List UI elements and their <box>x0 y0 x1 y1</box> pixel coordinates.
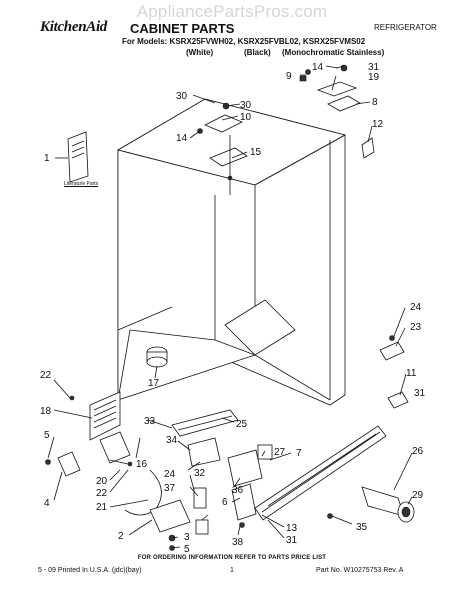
callout-20: 19 <box>368 72 380 83</box>
page-number: 1 <box>230 567 234 574</box>
callout-15: 15 <box>250 147 262 158</box>
literature-parts-label: Literature Parts <box>64 181 99 187</box>
callout-30-center: 30 <box>240 100 252 111</box>
callout-11: 11 <box>406 368 417 379</box>
callout-3: 3 <box>184 532 190 543</box>
lower-left-components <box>45 431 209 551</box>
callout-21: 20 <box>96 476 108 487</box>
callout-19: 18 <box>40 406 52 417</box>
callout-4: 4 <box>44 498 50 509</box>
callout-28: 29 <box>412 490 424 501</box>
callout-14-center: 14 <box>176 133 188 144</box>
callout-6: 6 <box>222 497 228 508</box>
control-assembly <box>171 409 239 467</box>
callout-33: 33 <box>144 416 156 427</box>
variant-stainless: (Monochromatic Stainless) <box>282 48 385 57</box>
callout-5-left: 5 <box>44 430 50 441</box>
callout-7: 7 <box>296 448 302 459</box>
callout-16: 16 <box>136 459 148 470</box>
callout-12: 12 <box>372 119 384 130</box>
ordering-note: FOR ORDERING INFORMATION REFER TO PARTS … <box>137 555 327 561</box>
part-number: Part No. W10275753 Rev. A <box>316 567 404 574</box>
callout-8: 8 <box>372 97 378 108</box>
callout-2: 2 <box>118 531 124 542</box>
center-lower-components <box>227 444 273 528</box>
callout-31-right: 31 <box>414 388 426 399</box>
top-hinge-center <box>197 102 248 195</box>
callout-37: 37 <box>164 483 176 494</box>
callout-14-right: 14 <box>312 62 324 73</box>
callout-23: 23 <box>410 322 422 333</box>
callout-10: 10 <box>240 112 252 123</box>
side-vent-grille <box>69 391 121 441</box>
callout-32: 32 <box>194 468 206 479</box>
category-label: REFRIGERATOR <box>374 23 437 32</box>
variant-white: (White) <box>186 48 214 57</box>
print-info: 5 - 09 Printed In U.S.A. (jdc)(bay) <box>38 567 142 574</box>
callout-22-upper: 22 <box>40 370 52 381</box>
top-hinge-right <box>299 64 375 159</box>
callout-18: 21 <box>96 502 108 513</box>
callout-35: 35 <box>356 522 368 533</box>
toe-grille <box>254 425 387 521</box>
callout-38: 38 <box>232 537 244 548</box>
callout-25: 25 <box>236 419 248 430</box>
callout-22-lower: 22 <box>96 488 108 499</box>
callout-29: 30 <box>176 91 188 102</box>
callout-labels: 30 30 10 14 15 1 14 9 31 19 8 12 24 23 1… <box>40 62 426 555</box>
page-title: CABINET PARTS <box>130 21 235 36</box>
callout-24-lower: 24 <box>164 469 176 480</box>
model-list: For Models: KSRX25FVWH02, KSRX25FVBL02, … <box>122 37 366 46</box>
literature-booklet <box>55 131 89 183</box>
drain-assembly <box>327 486 415 523</box>
callout-26: 26 <box>412 446 424 457</box>
brand-logo: KitchenAid <box>40 19 108 35</box>
filter-housing <box>146 346 168 368</box>
variant-black: (Black) <box>244 48 271 57</box>
callout-36: 36 <box>232 485 244 496</box>
callout-27: 27 <box>274 447 286 458</box>
callout-31-lower: 31 <box>286 535 298 546</box>
callout-30-right: 31 <box>368 62 380 73</box>
callout-9: 9 <box>286 71 292 82</box>
callout-24-right: 24 <box>410 302 422 313</box>
callout-13: 13 <box>286 523 298 534</box>
callout-34: 34 <box>166 435 178 446</box>
cabinet-shell <box>116 98 347 406</box>
callout-17: 17 <box>148 378 160 389</box>
callout-5-lower: 5 <box>184 544 190 555</box>
leader-lines <box>47 65 413 549</box>
watermark-text: AppliancePartsPros.com <box>136 2 328 21</box>
callout-1: 1 <box>44 153 50 164</box>
lower-right-hinge <box>379 335 409 409</box>
